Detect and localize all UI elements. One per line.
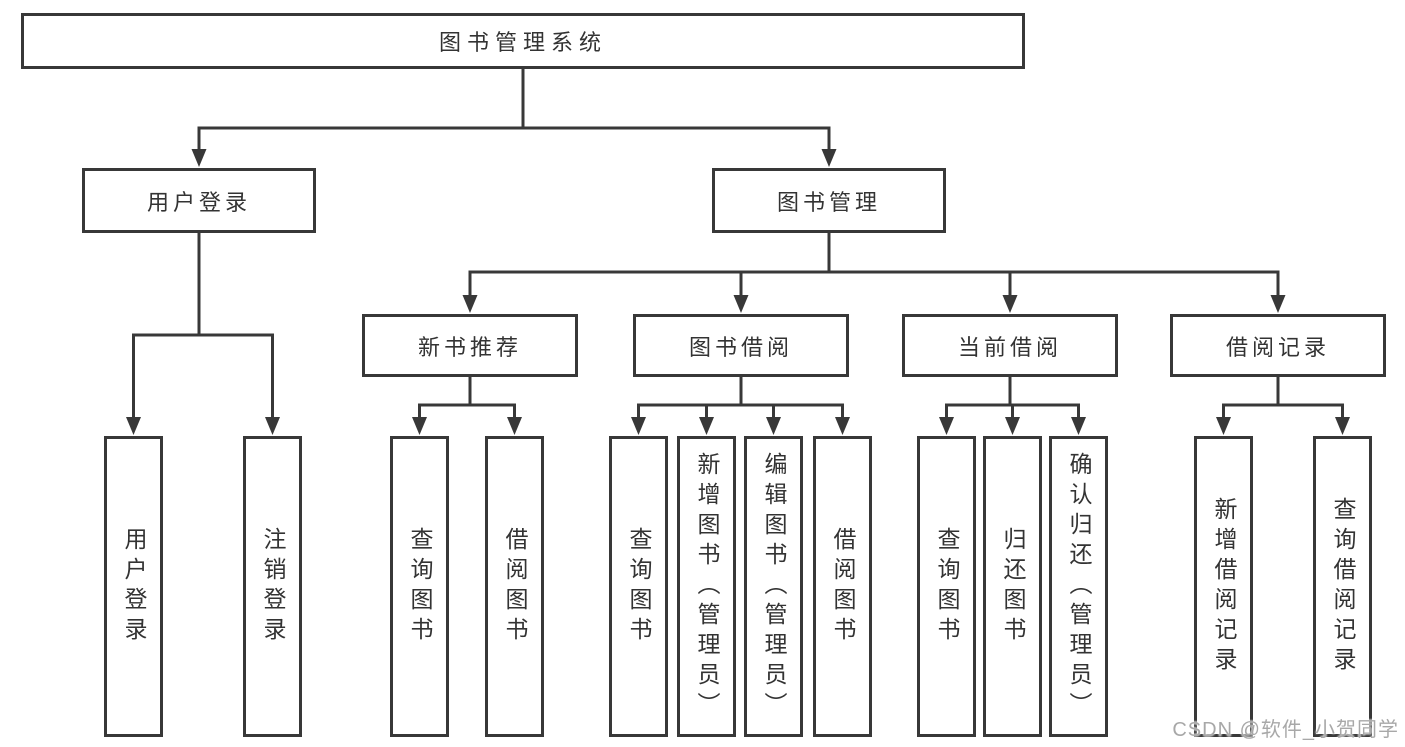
node-book-borrowing: 图书借阅 (633, 314, 849, 377)
node-current-borrowing: 当前借阅 (902, 314, 1118, 377)
node-borrowing-add-books-admin: 新增图书（管理员） (677, 436, 736, 737)
node-borrowing-edit-books-admin: 编辑图书（管理员） (744, 436, 803, 737)
node-current-return-books: 归还图书 (983, 436, 1042, 737)
node-book-management: 图书管理 (712, 168, 946, 233)
node-user-login: 用户登录 (82, 168, 316, 233)
node-current-confirm-return-admin: 确认归还（管理员） (1049, 436, 1108, 737)
node-new-book-recommend: 新书推荐 (362, 314, 578, 377)
node-borrowing-query-books: 查询图书 (609, 436, 668, 737)
node-logout: 注销登录 (243, 436, 302, 737)
node-recommend-query-books: 查询图书 (390, 436, 449, 737)
node-recommend-borrow-books: 借阅图书 (485, 436, 544, 737)
node-borrowing-borrow-books: 借阅图书 (813, 436, 872, 737)
node-borrow-records: 借阅记录 (1170, 314, 1386, 377)
node-current-query-books: 查询图书 (917, 436, 976, 737)
watermark: CSDN @软件_小贺同学 (1172, 719, 1399, 741)
node-login: 用户登录 (104, 436, 163, 737)
node-system-root: 图书管理系统 (21, 13, 1025, 69)
node-records-add-borrow-record: 新增借阅记录 (1194, 436, 1253, 737)
node-records-query-borrow-record: 查询借阅记录 (1313, 436, 1372, 737)
